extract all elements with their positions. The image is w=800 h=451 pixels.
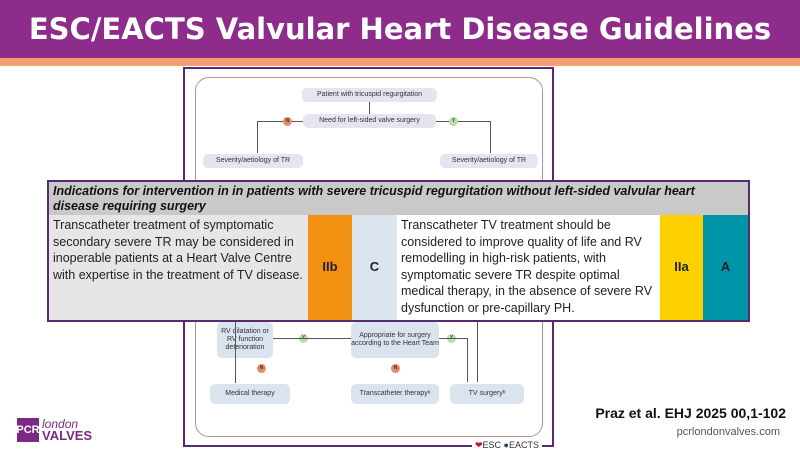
node-severity-right: Severity/aetiology of TR <box>440 154 538 168</box>
no-badge: N <box>257 364 266 373</box>
node-start: Patient with tricuspid regurgitation <box>302 88 437 102</box>
yes-badge: Y <box>449 117 458 126</box>
slide-title: ESC/EACTS Valvular Heart Disease Guideli… <box>0 0 800 58</box>
website-link[interactable]: pcrlondonvalves.com <box>676 426 780 438</box>
accent-bar <box>0 58 800 66</box>
class-badge-iib: IIb <box>308 215 352 320</box>
node-transcatheter: Transcatheter therapyᵃ <box>351 384 439 404</box>
indications-table: Indications for intervention in in patie… <box>47 180 750 322</box>
node-rv-dilatation: RV dilatation or RV function deteriorati… <box>217 322 273 358</box>
table-title: Indications for intervention in in patie… <box>49 182 748 215</box>
node-medical-therapy: Medical therapy <box>210 384 290 404</box>
node-appropriate-surgery: Appropriate for surgery according to the… <box>351 322 439 358</box>
level-badge-c: C <box>352 215 397 320</box>
recommendation-1-text: Transcatheter treatment of symptomatic s… <box>49 215 308 320</box>
node-tv-surgery: TV surgeryᵇ <box>450 384 524 404</box>
no-badge: N <box>283 117 292 126</box>
node-severity-left: Severity/aetiology of TR <box>203 154 303 168</box>
citation: Praz et al. EHJ 2025 00,1-102 <box>595 405 786 421</box>
node-need-surgery: Need for left-sided valve surgery <box>303 114 436 128</box>
level-badge-a: A <box>703 215 748 320</box>
no-badge: N <box>391 364 400 373</box>
class-badge-iia: IIa <box>660 215 703 320</box>
recommendation-2-text: Transcatheter TV treatment should be con… <box>397 215 660 320</box>
society-logos: ❤ESC ●EACTS <box>471 440 542 451</box>
table-row: Transcatheter treatment of symptomatic s… <box>49 215 748 320</box>
